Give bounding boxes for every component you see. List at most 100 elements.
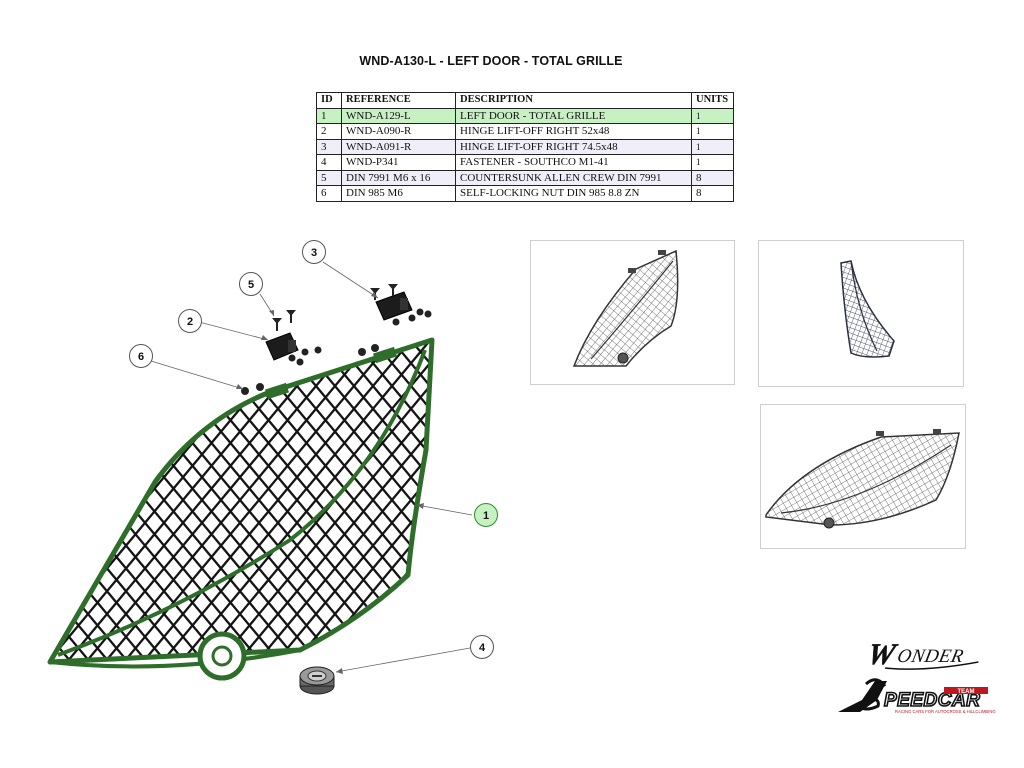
mesh-wire: [50, 340, 111, 662]
mesh-wire: [84, 340, 432, 662]
mesh-wire: [788, 200, 1024, 768]
mesh-wire: [50, 340, 432, 662]
mesh-wire: [50, 340, 130, 662]
mesh-wire: [407, 340, 432, 662]
mesh-wire: [636, 200, 1024, 768]
mesh-wire: [50, 340, 282, 662]
bom-cell-units: 1: [691, 138, 734, 155]
southco-fastener[interactable]: [299, 666, 335, 695]
hinge-lift-off-74x48[interactable]: [370, 284, 432, 326]
mesh-wire: [579, 200, 1024, 768]
mesh-wire: [198, 340, 432, 662]
mesh-wire: [50, 340, 73, 662]
hinge-tab-upper: [372, 346, 398, 364]
bill-of-materials-table: ID REFERENCE DESCRIPTION UNITS 1 WND-A12…: [316, 92, 734, 202]
hinge-plate: [265, 332, 299, 361]
wonder-logo: W ONDER: [864, 637, 979, 671]
callout-label: 3: [311, 247, 317, 259]
mesh-wire: [598, 200, 1024, 768]
callout-balloon-5[interactable]: 5: [239, 272, 263, 296]
callout-balloon-2[interactable]: 2: [178, 309, 202, 333]
mesh-wire: [426, 340, 432, 662]
bom-cell-id: 3: [316, 138, 342, 155]
mesh-wire: [750, 200, 1024, 768]
mesh-wire: [350, 340, 432, 662]
bom-cell-units: 8: [691, 185, 734, 202]
mesh-wire: [50, 340, 432, 662]
mesh-wire: [807, 200, 1024, 768]
mesh-wire: [769, 200, 1024, 768]
mesh-wire: [864, 200, 1024, 768]
mesh-wire: [350, 340, 432, 662]
bom-cell-reference: WND-A091-R: [341, 138, 456, 155]
bom-cell-units: 8: [691, 169, 734, 186]
countersunk-screws[interactable]: [272, 310, 296, 331]
bom-row[interactable]: 6 DIN 985 M6 SELF-LOCKING NUT DIN 985 8.…: [316, 185, 734, 202]
mesh-wire: [50, 340, 432, 662]
mesh-wire: [50, 340, 432, 662]
mesh-wire: [160, 340, 432, 662]
bom-cell-reference: DIN 985 M6: [341, 185, 456, 202]
mesh-wire: [788, 200, 1024, 768]
mesh-wire: [369, 340, 432, 662]
mesh-wire: [50, 340, 111, 662]
mesh-wire: [50, 340, 432, 662]
mesh-wire: [331, 340, 432, 662]
bom-cell-id: 6: [316, 185, 342, 202]
mesh-wire: [50, 340, 432, 662]
mesh-wire: [0, 200, 34, 768]
callout-label: 6: [138, 351, 144, 363]
callout-label: 2: [187, 316, 193, 328]
mesh-wire: [50, 340, 432, 662]
mesh-wire: [826, 200, 1024, 768]
mesh-wire: [122, 340, 432, 662]
bom-row[interactable]: 3 WND-A091-R HINGE LIFT-OFF RIGHT 74.5x4…: [316, 138, 734, 155]
grille-render-iso: [765, 429, 960, 529]
callout-label: 1: [483, 510, 489, 522]
bom-cell-description: FASTENER - SOUTHCO M1-41: [455, 154, 692, 171]
grille-outer-frame: [47, 337, 435, 665]
mesh-wire: [50, 340, 54, 662]
mesh-wire: [50, 340, 92, 662]
nut-icon: [371, 344, 379, 352]
mesh-wire: [617, 200, 1024, 768]
mesh-wire: [0, 200, 34, 768]
mesh-wire: [465, 200, 965, 768]
bom-row[interactable]: 2 WND-A090-R HINGE LIFT-OFF RIGHT 52x48 …: [316, 123, 734, 140]
hinge-pin: [400, 298, 408, 310]
mesh-wire: [921, 200, 1024, 768]
callout-balloon-1[interactable]: 1: [474, 503, 498, 527]
callout-balloon-3[interactable]: 3: [302, 240, 326, 264]
callout-balloon-4[interactable]: 4: [470, 635, 494, 659]
mesh-wire: [845, 200, 1024, 768]
mesh-wire: [655, 200, 1024, 768]
bom-cell-reference: WND-A129-L: [341, 107, 456, 124]
mesh-wire: [312, 340, 432, 662]
hinge-lift-off-52x48[interactable]: [265, 332, 322, 366]
mesh-wire: [902, 200, 1024, 768]
mesh-wire: [50, 340, 432, 662]
grille-inner-frame: [57, 349, 427, 657]
mesh-wire: [522, 200, 1022, 768]
mesh-wire: [388, 340, 432, 662]
mesh-wire: [50, 340, 130, 662]
mesh-wire: [465, 200, 965, 768]
svg-text:RACING CARS FOR AUTOCROSS & HI: RACING CARS FOR AUTOCROSS & HILLCLIMBING: [895, 709, 996, 714]
mesh-wire: [50, 340, 92, 662]
mesh-wire: [50, 340, 263, 662]
mesh-wire: [217, 340, 432, 662]
mesh-wire: [883, 200, 1024, 768]
callout-label: 5: [248, 279, 254, 291]
reference-view-front: [530, 240, 735, 385]
left-door-grille-part[interactable]: [0, 200, 1024, 768]
mesh-wire: [50, 340, 432, 662]
mesh-wire: [484, 200, 984, 768]
mesh-wire: [750, 200, 1024, 768]
mesh-wire: [693, 200, 1024, 768]
speedcar-logo: PEEDCAR TEAM RACING CARS FOR AUTOCROSS &…: [838, 678, 996, 714]
callout-balloon-6[interactable]: 6: [129, 344, 153, 368]
nut-icon: [358, 348, 366, 356]
hinge-tab-lower: [264, 382, 290, 400]
mesh-wire: [446, 200, 946, 768]
mesh-wire: [541, 200, 1024, 768]
